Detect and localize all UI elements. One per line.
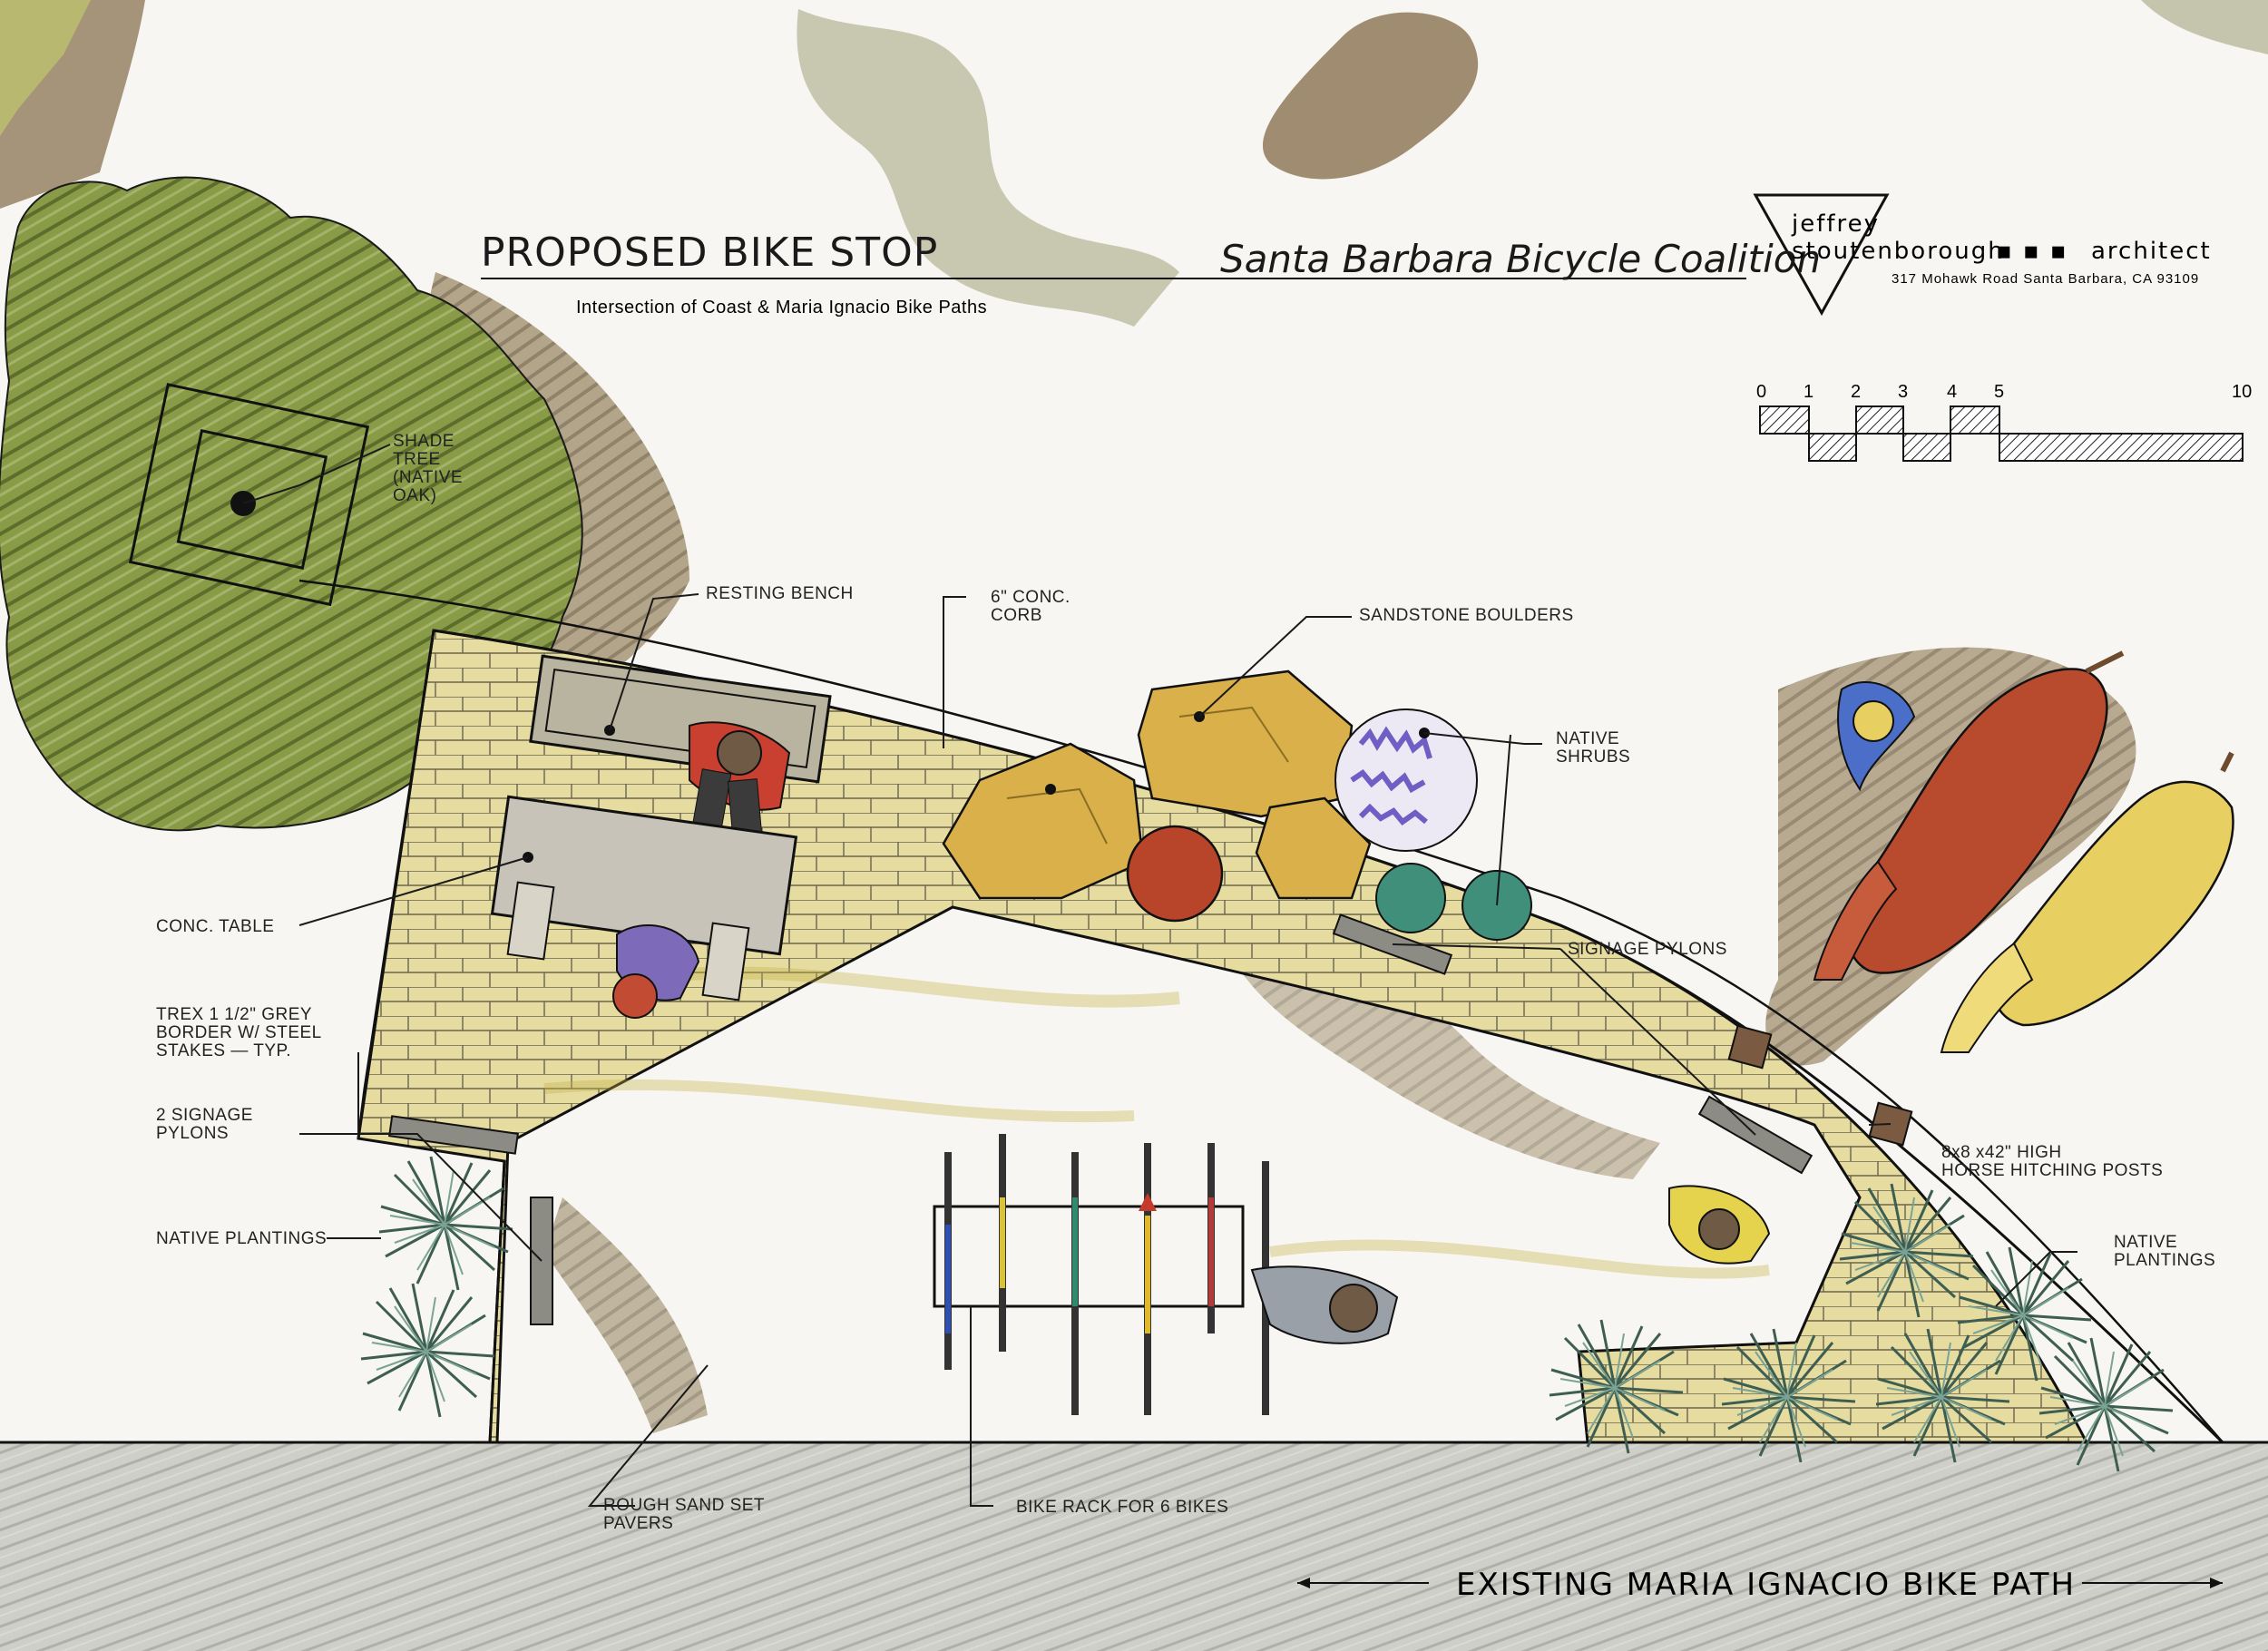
scale-tick-1: 1 xyxy=(1804,382,1813,402)
label-bike-rack: BIKE RACK FOR 6 BIKES xyxy=(1016,1498,1228,1517)
person-icon xyxy=(689,721,791,837)
label-signage-pylons: SIGNAGE PYLONS xyxy=(1568,940,1727,959)
scale-bar: 0 1 2 3 4 5 10 xyxy=(1756,382,2252,462)
bike-rack xyxy=(933,1134,1269,1415)
scale-tick-0: 0 xyxy=(1756,382,1766,402)
architect-address: 317 Mohawk Road Santa Barbara, CA 93109 xyxy=(1892,271,2199,287)
label-native-plantings-right: NATIVE PLANTINGS xyxy=(2114,1233,2215,1270)
scale-tick-10: 10 xyxy=(2232,382,2252,402)
existing-path-title: EXISTING MARIA IGNACIO BIKE PATH xyxy=(1297,1567,2223,1603)
person-icon xyxy=(612,924,700,1019)
organization-name: Santa Barbara Bicycle Coalition xyxy=(1220,237,1821,281)
architect-logo-triangle xyxy=(1753,193,1890,317)
architect-last-name: stoutenborough xyxy=(1792,238,2005,265)
label-pavers: ROUGH SAND SET PAVERS xyxy=(603,1496,769,1533)
drawing-title: PROPOSED BIKE STOP xyxy=(481,230,938,276)
boulder-icon xyxy=(942,742,1145,900)
label-two-signage-pylons: 2 SIGNAGE PYLONS xyxy=(156,1106,259,1143)
architect-separator: ▪ ▪ ▪ xyxy=(1996,238,2068,265)
existing-path-label: EXISTING MARIA IGNACIO BIKE PATH xyxy=(1456,1567,2076,1603)
label-conc-table: CONC. TABLE xyxy=(156,917,274,936)
label-sandstone-boulders: SANDSTONE BOULDERS xyxy=(1359,606,1574,625)
label-native-plantings-left: NATIVE PLANTINGS xyxy=(156,1229,327,1248)
label-native-shrubs: NATIVE SHRUBS xyxy=(1556,729,1630,767)
scale-tick-3: 3 xyxy=(1898,382,1908,402)
horse-icon xyxy=(1813,650,2125,981)
architect-role: architect xyxy=(2091,238,2212,265)
hitching-posts xyxy=(1727,1024,1913,1147)
label-resting-bench: RESTING BENCH xyxy=(706,584,854,603)
existing-bike-path xyxy=(0,1442,2268,1651)
person-icon xyxy=(1250,1265,1399,1344)
leader-lines xyxy=(242,444,2077,1507)
horse-icon xyxy=(1940,751,2234,1053)
shrub-icon xyxy=(1375,863,1446,933)
boulder-icon xyxy=(1255,796,1372,900)
scale-tick-4: 4 xyxy=(1947,382,1957,402)
background-vegetation xyxy=(0,0,2268,327)
person-icon xyxy=(1668,1185,1771,1265)
scale-tick-2: 2 xyxy=(1851,382,1861,402)
boulder-icon xyxy=(1137,669,1354,818)
label-trex-border: TREX 1 1/2" GREY BORDER W/ STEEL STAKES … xyxy=(156,1005,327,1060)
bicycle-icon xyxy=(1139,1143,1157,1415)
architect-first-name: jeffrey xyxy=(1791,210,1880,238)
sandstone-boulders xyxy=(942,669,1372,923)
scale-tick-5: 5 xyxy=(1994,382,2004,402)
concrete-table xyxy=(490,795,798,1001)
label-curb: 6" CONC. CORB xyxy=(991,588,1076,625)
label-horse-posts: 8x8 x42" HIGH HORSE HITCHING POSTS xyxy=(1941,1143,2163,1180)
drawing-subtitle: Intersection of Coast & Maria Ignacio Bi… xyxy=(576,298,987,318)
label-shade-tree: SHADE TREE (NATIVE OAK) xyxy=(393,432,468,505)
